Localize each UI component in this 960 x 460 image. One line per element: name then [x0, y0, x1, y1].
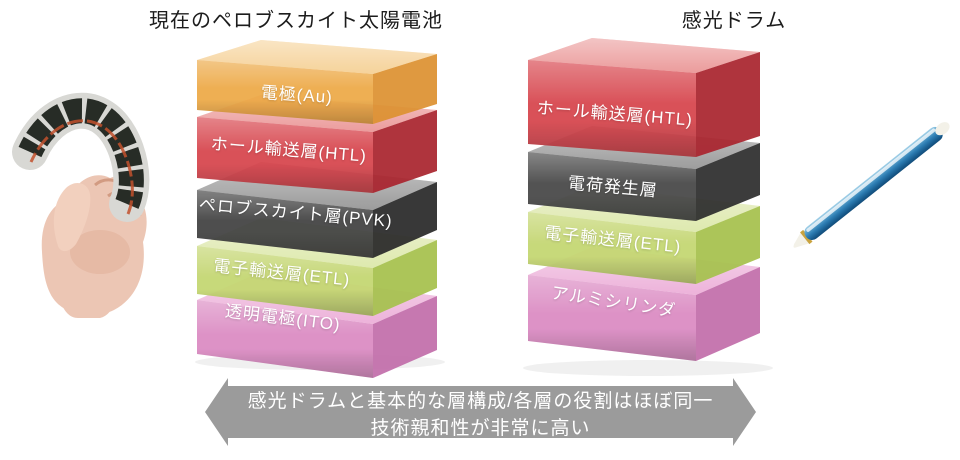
flexible-film-glint	[29, 119, 134, 215]
layer-label-au: 電極(Au)	[260, 83, 334, 107]
face-side	[373, 54, 437, 124]
face-side	[696, 143, 760, 221]
face-side	[373, 110, 437, 193]
drum-highlight	[806, 128, 936, 232]
face-side	[696, 267, 760, 361]
face-side	[373, 182, 437, 258]
banner-line-2: 技術親和性が非常に高い	[370, 418, 591, 439]
layer-box-au-electrode	[197, 40, 437, 124]
drum-body	[804, 126, 943, 241]
layer-box-htl	[197, 95, 437, 193]
face-front-gloss	[528, 275, 696, 361]
face-top-gloss	[197, 40, 437, 74]
face-front-gloss	[197, 117, 373, 193]
palm-shading	[70, 230, 130, 274]
face-front-gloss	[528, 212, 696, 284]
face-front-gloss	[197, 60, 373, 124]
right-stack-shadow	[523, 360, 773, 376]
face-front-gloss	[528, 60, 696, 157]
face-side	[696, 206, 760, 284]
face-front-gloss	[528, 152, 696, 221]
face-front-gloss	[197, 300, 373, 378]
hand-with-flexible-solar-cell-photo	[12, 92, 150, 318]
layer-box-htl-drum	[528, 38, 760, 157]
right-stack-title: 感光ドラム	[681, 10, 787, 32]
face-front-gloss	[197, 190, 373, 258]
drum-gold-ring	[800, 229, 813, 245]
face-side	[696, 52, 760, 157]
photosensitive-drum-photo	[793, 122, 950, 248]
banner-text: 感光ドラムと基本的な層構成/各層の役割はほぼ同一 技術親和性が非常に高い	[232, 388, 729, 442]
wrist	[60, 300, 114, 318]
face-front-gloss	[197, 246, 373, 316]
thumb	[53, 183, 91, 252]
drum-right-tip	[935, 122, 950, 136]
banner-line-1: 感光ドラムと基本的な層構成/各層の役割はほぼ同一	[247, 391, 714, 412]
face-side	[373, 296, 437, 378]
drum-left-tip	[793, 231, 811, 248]
face-side	[373, 240, 437, 316]
face-top-gloss	[528, 38, 760, 73]
left-stack-title: 現在のペロブスカイト太陽電池	[149, 10, 443, 32]
double-arrow-banner	[205, 378, 756, 446]
